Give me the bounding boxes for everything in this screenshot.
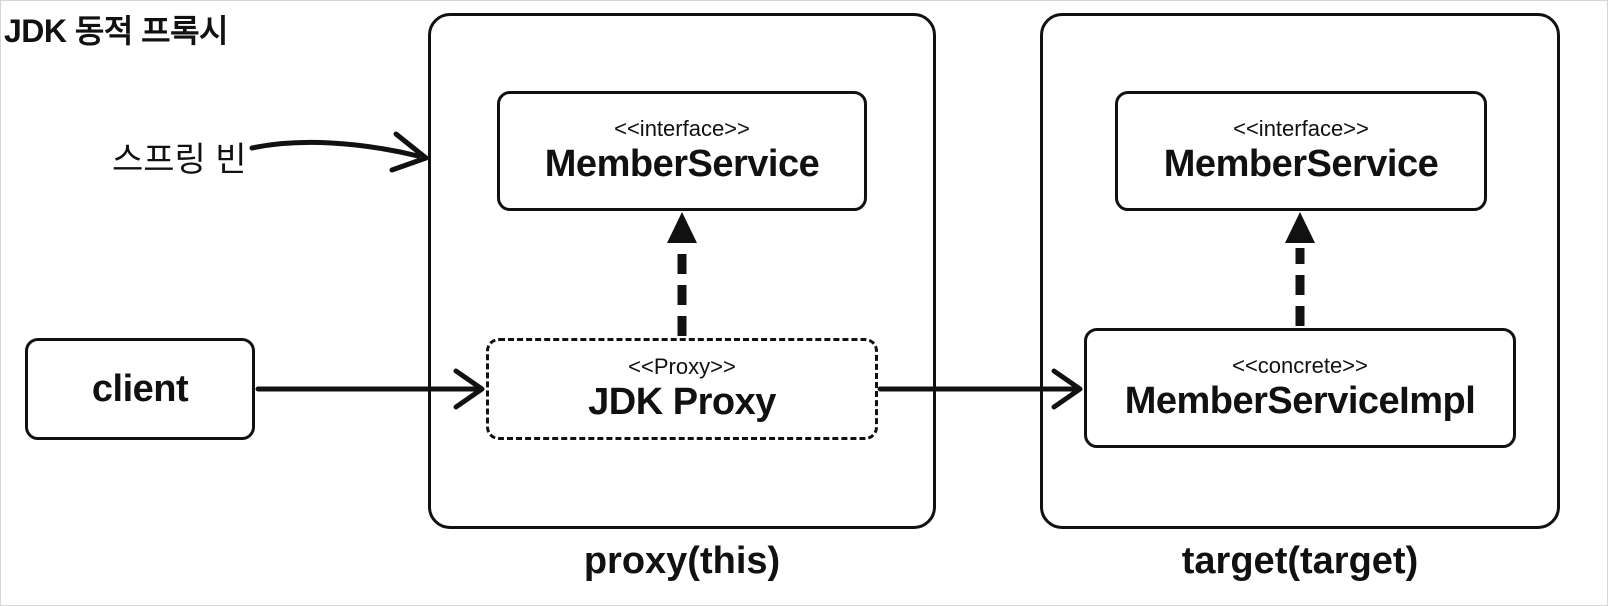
target-interface-box: <<interface>> MemberService xyxy=(1115,91,1487,211)
target-interface-name: MemberService xyxy=(1163,143,1439,185)
proxy-interface-name: MemberService xyxy=(544,143,820,185)
diagram-title: JDK 동적 프록시 xyxy=(4,13,229,49)
member-service-impl-box: <<concrete>> MemberServiceImpl xyxy=(1084,328,1516,448)
target-caption: target(target) xyxy=(1181,540,1419,582)
client-box: client xyxy=(25,338,255,440)
proxy-interface-box: <<interface>> MemberService xyxy=(497,91,867,211)
target-interface-stereotype: <<interface>> xyxy=(1233,116,1369,141)
jdk-proxy-box: <<Proxy>> JDK Proxy xyxy=(486,338,878,440)
proxy-interface-stereotype: <<interface>> xyxy=(614,116,750,141)
jdk-proxy-name: JDK Proxy xyxy=(588,381,776,423)
proxy-caption: proxy(this) xyxy=(583,540,781,582)
member-service-impl-stereotype: <<concrete>> xyxy=(1232,353,1368,378)
member-service-impl-name: MemberServiceImpl xyxy=(1124,380,1476,422)
client-label: client xyxy=(91,368,189,410)
jdk-proxy-stereotype: <<Proxy>> xyxy=(628,354,736,379)
spring-bean-label: 스프링 빈 xyxy=(112,141,247,179)
